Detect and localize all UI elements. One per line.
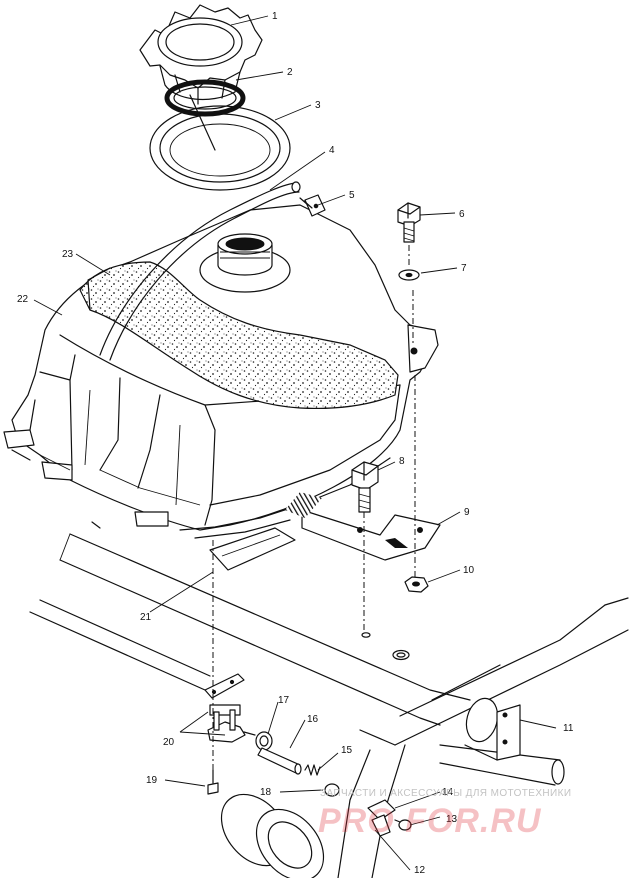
- watermark-logo-right: FOR.RU: [405, 802, 542, 840]
- watermark: ЗАПЧАСТИ И АКСЕССУАРЫ ДЛЯ МОТОТЕХНИКИ PR…: [318, 788, 571, 840]
- callout-6: 6: [459, 209, 465, 220]
- callout-3: 3: [315, 100, 321, 111]
- watermark-logo-left: PRO: [318, 802, 395, 840]
- nut-part-10: [404, 576, 429, 593]
- callout-1: 1: [272, 11, 278, 22]
- callout-8: 8: [399, 456, 405, 467]
- bracket-part-9: [285, 492, 441, 561]
- callout-5: 5: [349, 190, 355, 201]
- pad-part-23: [79, 261, 399, 409]
- callout-16: 16: [307, 714, 319, 725]
- callout-23: 23: [62, 249, 74, 260]
- clamp-part-18: [324, 783, 340, 797]
- clamp-part-17: [255, 731, 273, 751]
- fuel-valve-part-20: [204, 673, 256, 743]
- screw-part-13: [394, 819, 412, 831]
- bolt-part-6: [397, 202, 421, 243]
- callout-7: 7: [461, 263, 467, 274]
- washer-part-7: [398, 269, 420, 281]
- screw-part-19: [207, 769, 219, 795]
- callout-10: 10: [463, 565, 475, 576]
- bolt-part-8: [351, 461, 379, 513]
- filter-part-12: [220, 793, 325, 882]
- callout-22: 22: [17, 294, 29, 305]
- callout-14: 14: [442, 787, 454, 798]
- fitting-part-5: [299, 194, 326, 217]
- valve-part-14: [367, 799, 396, 837]
- callout-21: 21: [140, 612, 152, 623]
- callout-9: 9: [464, 507, 470, 518]
- callout-11: 11: [563, 723, 574, 734]
- callout-12: 12: [414, 865, 426, 876]
- callout-15: 15: [341, 745, 353, 756]
- callout-17: 17: [278, 695, 290, 706]
- gasket-ring-part-3: [149, 105, 291, 191]
- watermark-caption: ЗАПЧАСТИ И АКСЕССУАРЫ ДЛЯ МОТОТЕХНИКИ: [320, 788, 571, 799]
- callout-labels: 1 2 3 4 5 6 7 8 9 10 11 12 13 14 15 16 1…: [17, 11, 574, 876]
- fuel-cap-part-1: [139, 4, 263, 105]
- leader-lines: [33, 15, 557, 871]
- watermark-logo: PRO FOR.RU: [318, 802, 542, 840]
- callout-13: 13: [446, 814, 458, 825]
- hose-part-16: [257, 747, 302, 775]
- spring-part-15: [304, 764, 321, 776]
- cap-gasket-part-2: [164, 79, 246, 151]
- pad-part-21: [209, 527, 296, 571]
- fuel-tank-part-22: [3, 181, 439, 539]
- callout-20: 20: [163, 737, 175, 748]
- callout-19: 19: [146, 775, 158, 786]
- assembly-lines: [212, 245, 416, 770]
- callout-18: 18: [260, 787, 272, 798]
- callout-2: 2: [287, 67, 293, 78]
- callout-4: 4: [329, 145, 335, 156]
- frame-rails: [29, 521, 629, 879]
